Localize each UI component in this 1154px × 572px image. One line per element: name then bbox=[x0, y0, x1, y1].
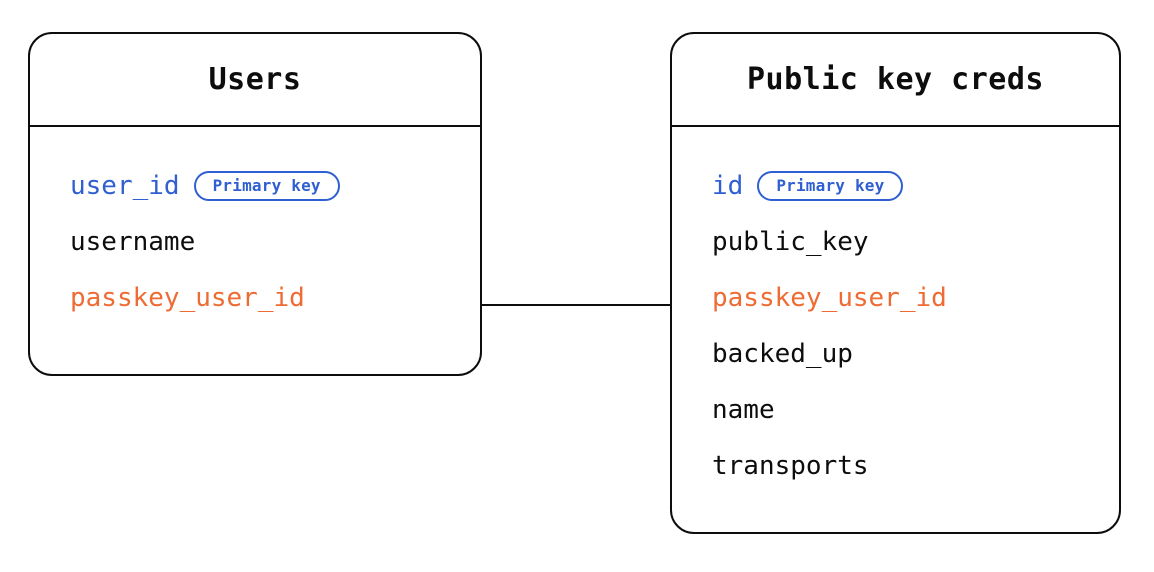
primary-key-badge-label: Primary key bbox=[776, 176, 885, 195]
field-name-name: name bbox=[712, 395, 775, 425]
entity-card-users[interactable]: Users user_id Primary key username passk… bbox=[28, 32, 482, 376]
entity-title-public-key-creds: Public key creds bbox=[747, 61, 1044, 97]
entity-field-list-users: user_id Primary key username passkey_use… bbox=[30, 127, 480, 374]
field-name-passkey-user-id: passkey_user_id bbox=[70, 283, 305, 313]
entity-header-public-key-creds: Public key creds bbox=[672, 34, 1119, 127]
field-name-id: id bbox=[712, 171, 744, 201]
field-name-username: username bbox=[70, 227, 196, 257]
field-name-user-id: user_id bbox=[70, 171, 180, 201]
field-name-passkey-user-id: passkey_user_id bbox=[712, 283, 947, 313]
entity-card-public-key-creds[interactable]: Public key creds id Primary key public_k… bbox=[670, 32, 1121, 534]
entity-field-list-public-key-creds: id Primary key public_key passkey_user_i… bbox=[672, 127, 1119, 532]
field-row-backed-up[interactable]: backed_up bbox=[712, 326, 1101, 382]
primary-key-badge: Primary key bbox=[193, 171, 340, 201]
entity-title-users: Users bbox=[208, 61, 302, 97]
field-row-transports[interactable]: transports bbox=[712, 438, 1101, 494]
entity-header-users: Users bbox=[30, 34, 480, 127]
field-row-id[interactable]: id Primary key bbox=[712, 158, 1101, 214]
primary-key-badge: Primary key bbox=[757, 171, 904, 201]
field-row-username[interactable]: username bbox=[70, 214, 462, 270]
field-row-passkey-user-id[interactable]: passkey_user_id bbox=[712, 270, 1101, 326]
field-name-transports: transports bbox=[712, 451, 869, 481]
field-row-public-key[interactable]: public_key bbox=[712, 214, 1101, 270]
field-row-user-id[interactable]: user_id Primary key bbox=[70, 158, 462, 214]
primary-key-badge-label: Primary key bbox=[212, 176, 321, 195]
field-name-backed-up: backed_up bbox=[712, 339, 853, 369]
relationship-connector-line bbox=[481, 304, 671, 306]
field-row-name[interactable]: name bbox=[712, 382, 1101, 438]
field-name-public-key: public_key bbox=[712, 227, 869, 257]
field-row-passkey-user-id[interactable]: passkey_user_id bbox=[70, 270, 462, 326]
